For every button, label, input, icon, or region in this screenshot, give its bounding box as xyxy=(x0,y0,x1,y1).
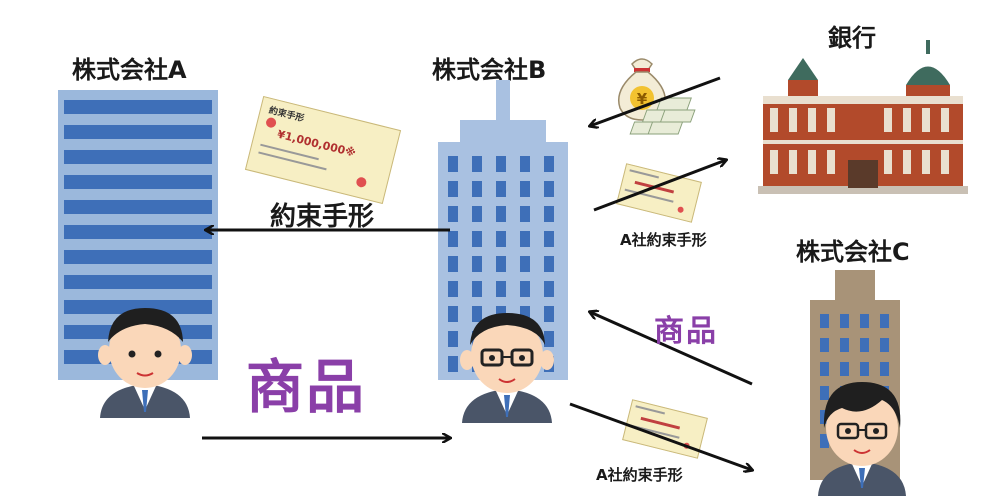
building-b-window xyxy=(448,306,458,322)
a-note-to-bank-label: A社約束手形 xyxy=(620,231,707,249)
building-b-window xyxy=(496,281,506,297)
building-b-window xyxy=(520,256,530,272)
bank-building-icon xyxy=(758,40,968,194)
building-b-window xyxy=(544,331,554,347)
building-a-window-band xyxy=(64,100,212,114)
building-a-window-band xyxy=(64,275,212,289)
building-b-window xyxy=(544,256,554,272)
building-b-window xyxy=(448,331,458,347)
building-c-window xyxy=(860,362,869,376)
building-a-window-band xyxy=(64,150,212,164)
bank-window xyxy=(941,108,949,132)
bank-window xyxy=(770,150,778,174)
building-b-window xyxy=(496,231,506,247)
building-b-window xyxy=(520,156,530,172)
company-c-name: 株式会社C xyxy=(796,238,910,266)
bank-window xyxy=(903,108,911,132)
yen-money-bag-icon: ¥ xyxy=(618,58,666,121)
building-b-window xyxy=(496,181,506,197)
building-b-window xyxy=(496,206,506,222)
building-b-window xyxy=(520,231,530,247)
building-b-window xyxy=(544,281,554,297)
building-c-window xyxy=(840,314,849,328)
building-a-window-band xyxy=(64,125,212,139)
building-b-window xyxy=(472,256,482,272)
bank-name: 銀行 xyxy=(828,24,876,52)
building-a-window-band xyxy=(64,200,212,214)
building-c-window xyxy=(840,362,849,376)
building-b-window xyxy=(448,206,458,222)
building-c-window xyxy=(820,362,829,376)
building-b-window xyxy=(472,181,482,197)
bank-window xyxy=(770,108,778,132)
building-b-window xyxy=(520,181,530,197)
building-b-window xyxy=(472,231,482,247)
company-a-person-icon xyxy=(98,308,192,418)
bank-window xyxy=(827,108,835,132)
bank-window xyxy=(808,108,816,132)
building-b-window xyxy=(520,306,530,322)
building-b-window xyxy=(496,256,506,272)
building-c-window xyxy=(820,434,829,448)
building-b-window xyxy=(544,231,554,247)
building-b-window xyxy=(520,206,530,222)
company-b-name: 株式会社B xyxy=(432,56,547,84)
arrow-b-to-c-note xyxy=(569,402,752,470)
building-b-window xyxy=(448,256,458,272)
building-b-window xyxy=(544,206,554,222)
svg-text:¥: ¥ xyxy=(637,90,648,108)
building-b-window xyxy=(544,156,554,172)
building-b-window xyxy=(448,181,458,197)
building-b-window xyxy=(448,231,458,247)
arrow-c-to-b-goods xyxy=(590,312,753,386)
building-c-window xyxy=(880,314,889,328)
building-a-window-band xyxy=(64,250,212,264)
bank-window xyxy=(827,150,835,174)
building-b-window xyxy=(448,356,458,372)
building-c-window xyxy=(820,314,829,328)
building-c-window xyxy=(860,314,869,328)
building-b-window xyxy=(520,281,530,297)
building-b-window xyxy=(448,156,458,172)
building-c-window xyxy=(880,362,889,376)
building-b-window xyxy=(544,306,554,322)
building-c-window xyxy=(840,338,849,352)
building-b-window xyxy=(472,306,482,322)
company-b-person-icon xyxy=(460,313,554,423)
building-a-window-band xyxy=(64,300,212,314)
bank-window xyxy=(789,150,797,174)
bank-window xyxy=(941,150,949,174)
bank-window xyxy=(903,150,911,174)
bank-window xyxy=(884,108,892,132)
building-b-window xyxy=(472,281,482,297)
building-c-window xyxy=(880,338,889,352)
building-b-window xyxy=(544,181,554,197)
goods-label-large: 商品 xyxy=(246,353,367,421)
goods-label-small: 商品 xyxy=(654,314,718,349)
bank-window xyxy=(884,150,892,174)
bank-window xyxy=(922,108,930,132)
arrow-bank-to-b-cash xyxy=(590,76,721,126)
building-c-window xyxy=(820,386,829,400)
a-note-to-c-label: A社約束手形 xyxy=(596,466,683,484)
building-c-window xyxy=(860,338,869,352)
company-c-person-icon xyxy=(818,382,906,496)
building-c-window xyxy=(820,338,829,352)
bank-window xyxy=(922,150,930,174)
promissory-note-label: 約束手形 xyxy=(270,202,375,232)
building-a-window-band xyxy=(64,225,212,239)
building-b-window xyxy=(472,156,482,172)
company-a-name: 株式会社A xyxy=(72,56,187,84)
bank-window xyxy=(789,108,797,132)
arrow-b-to-bank-note xyxy=(593,160,726,212)
building-b-window xyxy=(448,281,458,297)
building-b-window xyxy=(472,206,482,222)
bank-window xyxy=(808,150,816,174)
building-a-window-band xyxy=(64,175,212,189)
building-b-window xyxy=(496,156,506,172)
cash-stack-icon xyxy=(629,97,696,135)
